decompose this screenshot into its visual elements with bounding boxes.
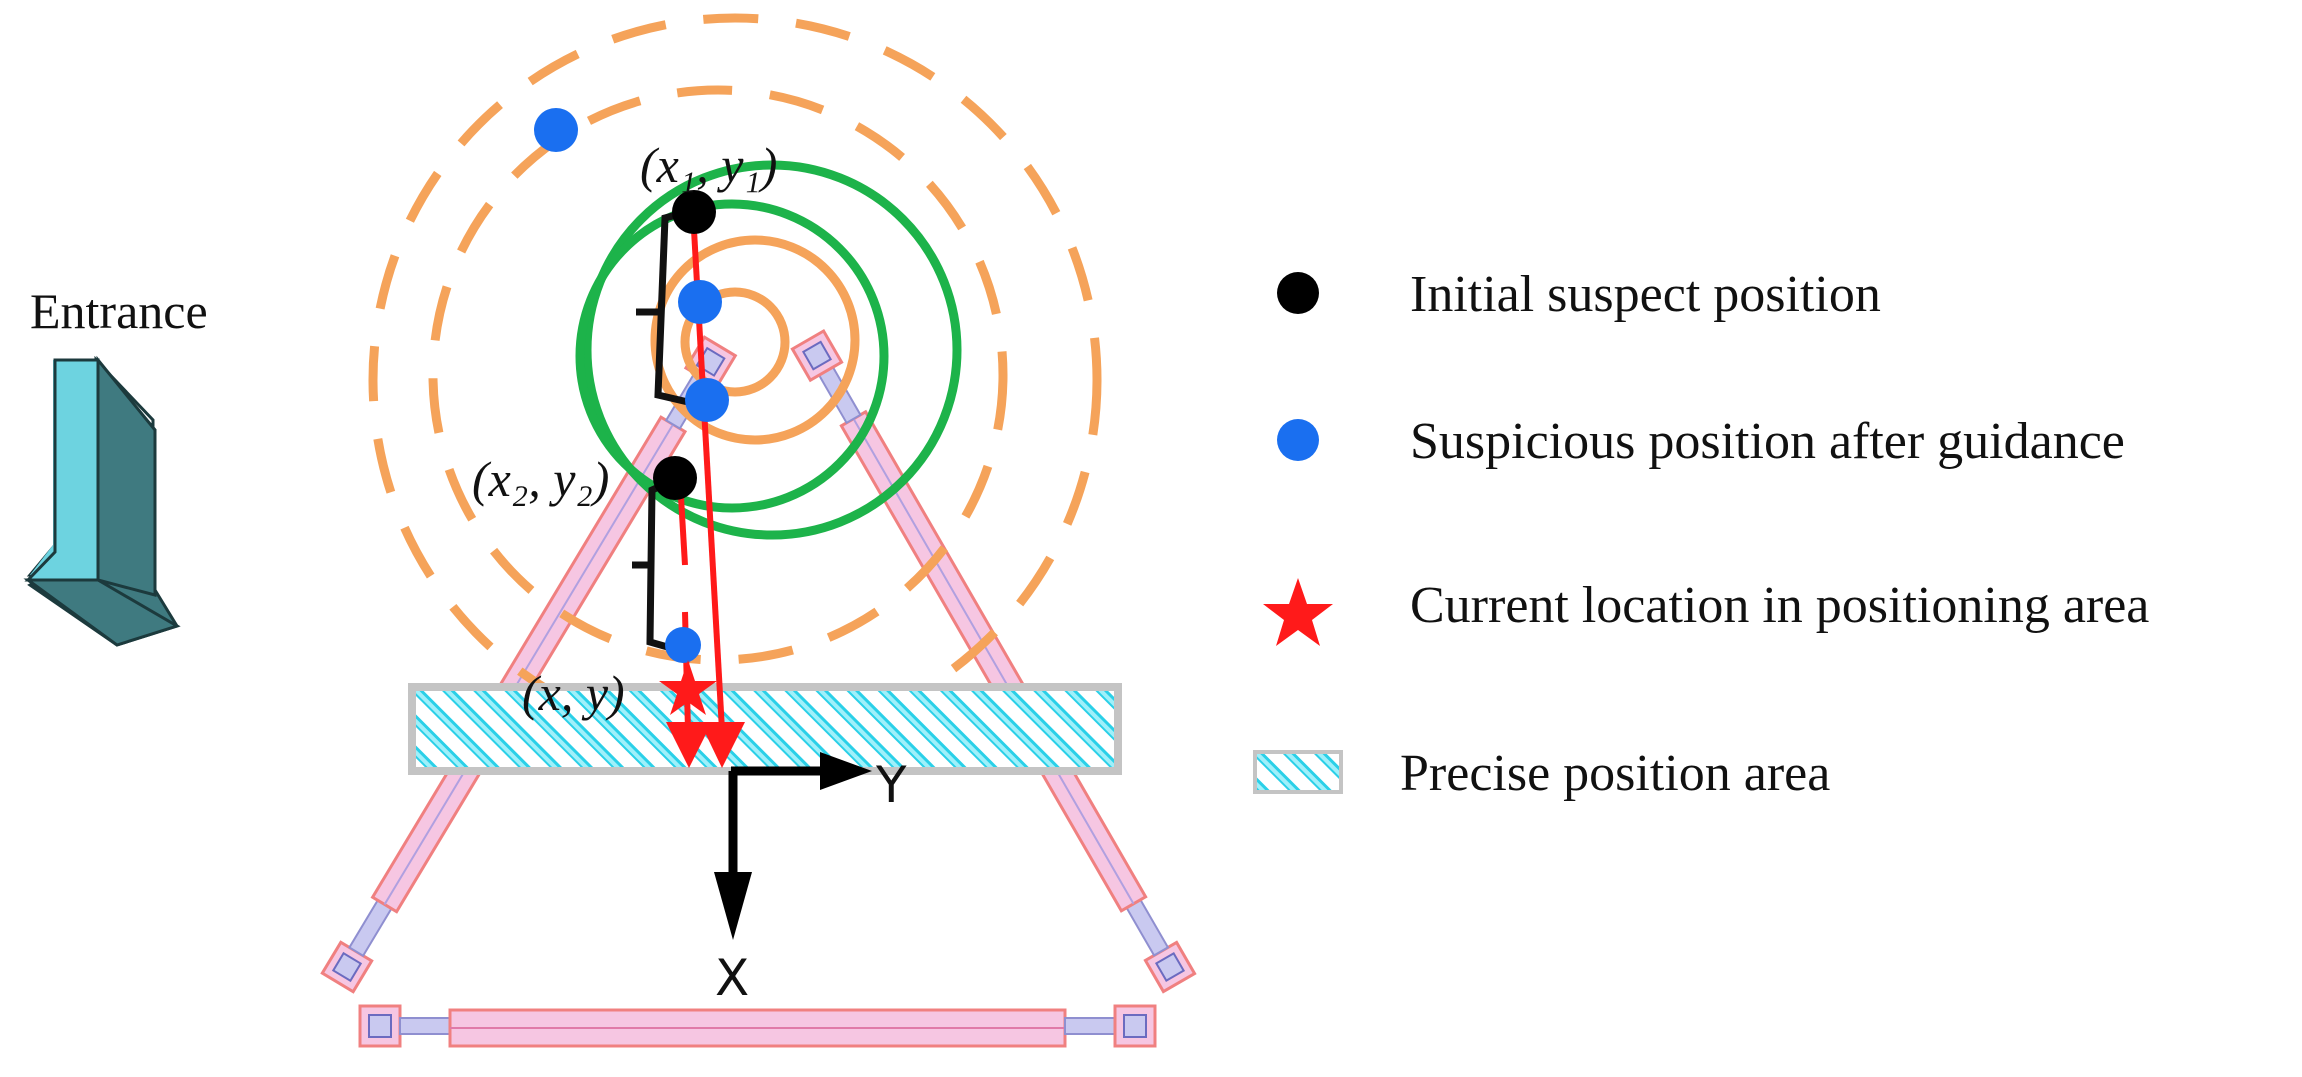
entrance-label: Entrance bbox=[30, 283, 208, 339]
red-arrowhead-1 bbox=[700, 722, 745, 768]
coordinate-axes bbox=[714, 752, 872, 940]
guided-position-far bbox=[534, 108, 578, 152]
outer-dashed-circle-large bbox=[368, 13, 1102, 747]
initial-position-1 bbox=[672, 190, 716, 234]
legend-current-star-icon bbox=[1263, 578, 1333, 646]
orange-circle-mid bbox=[650, 235, 860, 445]
legend-guided-icon bbox=[1277, 419, 1319, 461]
legend-area-icon bbox=[1253, 750, 1343, 794]
range-circles bbox=[368, 13, 1102, 747]
guided-position-2 bbox=[685, 378, 729, 422]
x-axis-label: X bbox=[715, 949, 749, 1007]
outer-dashed-circle-small bbox=[428, 85, 1008, 665]
legend-initial-label: Initial suspect position bbox=[1410, 266, 1881, 323]
entrance-arrow-icon bbox=[23, 355, 181, 647]
legend-area-label: Precise position area bbox=[1400, 745, 1830, 802]
green-circle-1 bbox=[582, 160, 962, 540]
orange-circle-inner bbox=[680, 287, 790, 397]
triangle-frame bbox=[320, 328, 1197, 1048]
point2-label: (x₂, y₂) bbox=[472, 451, 609, 507]
bottom-bar bbox=[358, 1004, 1157, 1048]
x-axis-arrowhead bbox=[714, 872, 752, 940]
red-arrowhead-2 bbox=[666, 722, 712, 768]
guided-position-1 bbox=[678, 280, 722, 324]
right-leg bbox=[790, 328, 1197, 994]
current-location-star bbox=[659, 660, 717, 715]
point1-label: (x₁, y₁) bbox=[640, 137, 777, 193]
position-markers bbox=[534, 108, 729, 715]
legend-guided-label: Suspicious position after guidance bbox=[1410, 413, 2125, 470]
legend: Initial suspect position Suspicious posi… bbox=[1253, 266, 2149, 802]
current-point-label: (x, y) bbox=[522, 665, 625, 721]
y-axis-arrowhead bbox=[820, 752, 872, 790]
guided-position-3 bbox=[665, 627, 701, 663]
initial-position-2 bbox=[653, 456, 697, 500]
legend-initial-icon bbox=[1277, 272, 1319, 314]
precise-position-area bbox=[408, 683, 1122, 775]
y-axis-label: Y bbox=[875, 756, 907, 814]
legend-current-label: Current location in positioning area bbox=[1410, 577, 2149, 634]
green-circle-2 bbox=[575, 199, 889, 513]
